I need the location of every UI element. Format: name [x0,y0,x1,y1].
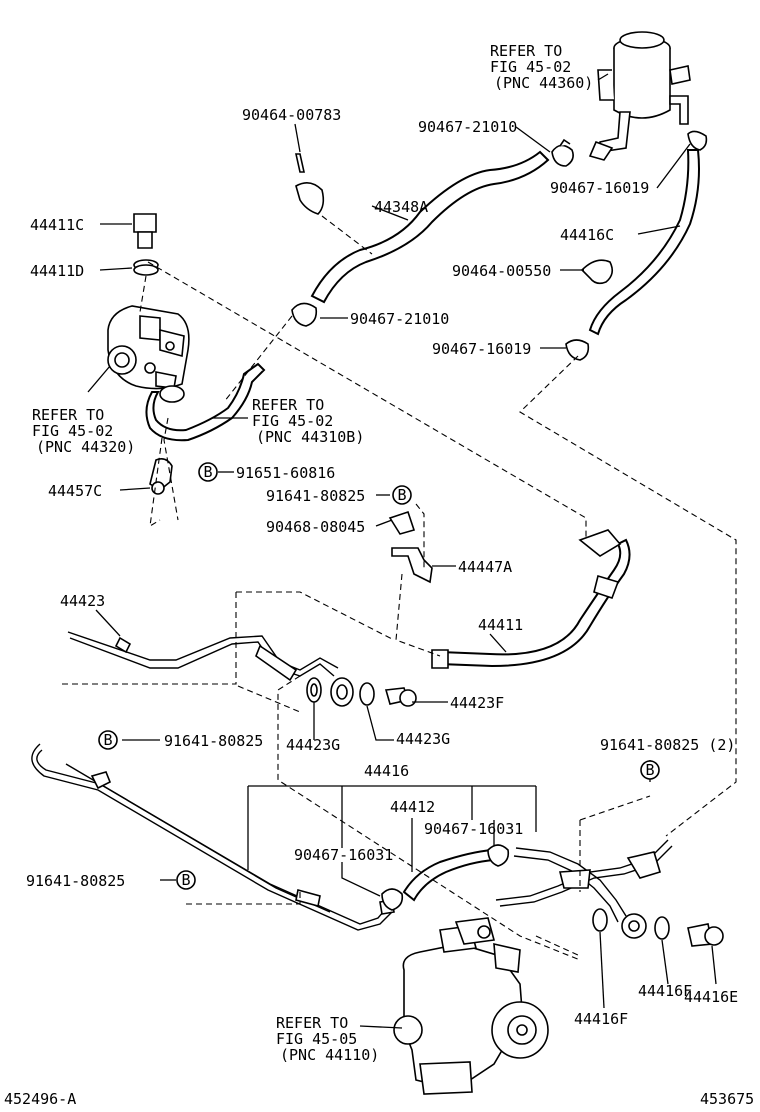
svg-text:B: B [397,486,406,504]
pump-pressure-pipe [145,362,266,442]
pipe-44416-right [495,839,673,939]
refer-gear-line2: FIG 45-05 [276,1030,357,1048]
refer-pump-line2: FIG 45-02 [32,422,113,440]
washer-44411d [133,259,159,276]
power-steering-pump [107,305,190,390]
label-44423f: 44423F [450,694,504,712]
b-marker-4: B [640,760,660,780]
label-44416f-left: 44416F [574,1010,628,1028]
svg-text:B: B [103,731,112,749]
label-44411c: 44411C [30,216,84,234]
fitting-44423g [330,677,354,707]
refer-pipe-line2: FIG 45-02 [252,412,333,430]
label-44447a: 44447A [458,558,512,576]
refer-pump-line1: REFER TO [32,406,104,424]
clamp-90467-21010-mid [291,302,318,327]
label-90464-00783: 90464-00783 [242,106,341,124]
svg-text:B: B [181,871,190,889]
union-44416e [687,923,724,947]
refer-gear-line3: (PNC 44110) [280,1046,379,1064]
oring-44416f-left [592,908,608,932]
label-44416f-right: 44416F [638,982,692,1000]
label-90467-21010-top: 90467-21010 [418,118,517,136]
label-91651-60816: 91651-60816 [236,464,335,482]
bolt-44411c [133,213,157,249]
label-44411d: 44411D [30,262,84,280]
hose-44412 [402,848,496,902]
label-90467-16031-a: 90467-16031 [294,846,393,864]
refer-gear-line1: REFER TO [276,1014,348,1032]
footer-right-code: 453675 [700,1090,754,1108]
svg-text:B: B [203,463,212,481]
label-44348a: 44348A [374,198,428,216]
hose-44416c [588,149,700,336]
reservoir [588,31,691,161]
label-44457c: 44457C [48,482,102,500]
svg-text:B: B [645,761,654,779]
oring-44423g-right [359,682,375,706]
label-90468-08045: 90468-08045 [266,518,365,536]
label-90464-00550: 90464-00550 [452,262,551,280]
label-44423: 44423 [60,592,105,610]
refer-reservoir-line2: FIG 45-02 [490,58,571,76]
clamp-90467-21010-top [551,138,574,167]
label-44411: 44411 [478,616,523,634]
label-91641-80825-a: 91641-80825 [266,487,365,505]
label-90467-16031-b: 90467-16031 [424,820,523,838]
label-91641-80825-2: 91641-80825 (2) [600,736,735,754]
label-90467-16019-top: 90467-16019 [550,179,649,197]
return-pipe-44416 [31,743,395,931]
hose-44411 [431,529,631,669]
label-90467-16019-mid: 90467-16019 [432,340,531,358]
clip-90464-00783 [295,153,325,215]
footer-left-code: 452496-A [4,1090,76,1108]
clamp-90467-16031-b [487,844,510,867]
b-marker-3: B [98,730,118,750]
clamp-90467-16031-a [381,888,404,911]
oring-44416f-right [654,916,670,940]
label-91641-80825-c: 91641-80825 [26,872,125,890]
union-44423f [384,687,417,707]
b-marker-2: B [392,485,412,505]
refer-pipe-line3: (PNC 44310B) [256,428,364,446]
refer-reservoir-line1: REFER TO [490,42,562,60]
refer-pipe-line1: REFER TO [252,396,324,414]
label-44416: 44416 [364,762,409,780]
clamp-90467-16019-mid [565,339,590,361]
refer-pump-line3: (PNC 44320) [36,438,135,456]
label-44416e: 44416E [684,988,738,1006]
label-44412: 44412 [390,798,435,816]
bracket-44457c [149,458,173,495]
label-90467-21010-mid: 90467-21010 [350,310,449,328]
label-44416c: 44416C [560,226,614,244]
dashed-leaders [60,215,737,961]
b-marker-1: B [198,462,218,482]
label-44423g-right: 44423G [396,730,450,748]
bracket-44447a [388,510,433,584]
b-marker-5: B [176,870,196,890]
clamp-90467-16019-top [687,130,708,151]
steering-gear-box [393,917,549,1095]
clip-90464-00550 [580,259,614,285]
hose-44348a [310,150,550,304]
label-44423g-left: 44423G [286,736,340,754]
oring-44423g-left [306,677,322,703]
pipe-44423 [67,631,339,682]
label-91641-80825-b: 91641-80825 [164,732,263,750]
solid-leaders [87,73,717,1029]
refer-reservoir-line3: (PNC 44360) [494,74,593,92]
